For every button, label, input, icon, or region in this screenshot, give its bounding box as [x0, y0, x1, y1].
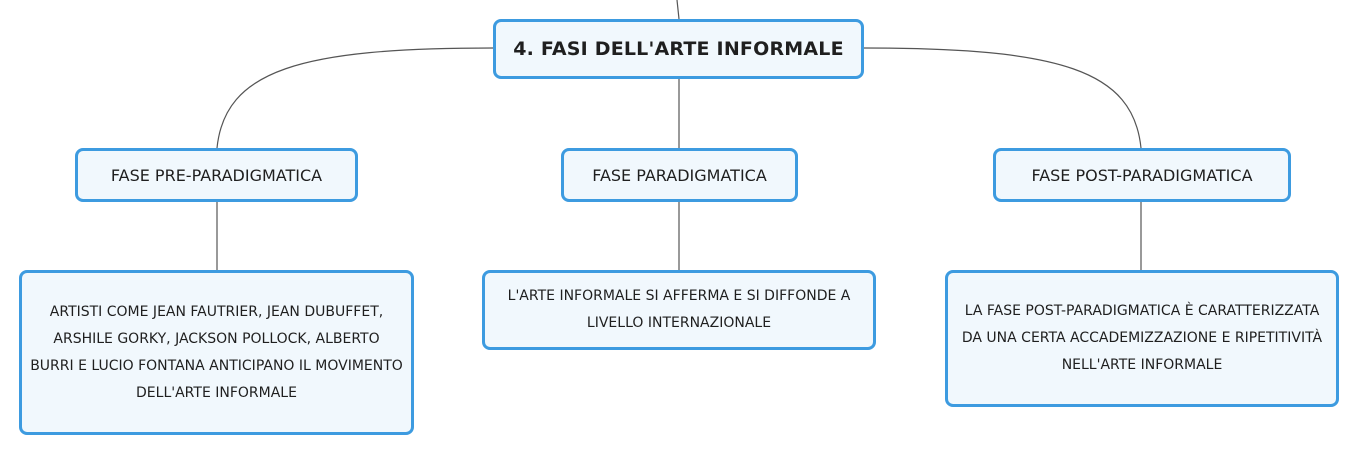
connector-root-phase-3 — [863, 47, 1142, 149]
description-pre-paradigmatica[interactable]: ARTISTI COME JEAN FAUTRIER, JEAN DUBUFFE… — [19, 270, 414, 435]
description-post-paradigmatica[interactable]: LA FASE POST-PARADIGMATICA È CARATTERIZZ… — [945, 270, 1339, 407]
phase-label: FASE PARADIGMATICA — [592, 165, 767, 185]
connector-parent-root — [676, 0, 680, 20]
description-text: ARTISTI COME JEAN FAUTRIER, JEAN DUBUFFE… — [30, 303, 403, 401]
phase-label: FASE PRE-PARADIGMATICA — [110, 165, 323, 185]
root-topic[interactable]: 4. FASI DELL'ARTE INFORMALE — [493, 19, 864, 79]
description-text: LA FASE POST-PARADIGMATICA È CARATTERIZZ… — [961, 303, 1323, 373]
phase-post-paradigmatica[interactable]: FASE POST-PARADIGMATICA — [993, 148, 1291, 202]
phase-pre-paradigmatica[interactable]: FASE PRE-PARADIGMATICA — [75, 148, 358, 202]
phase-paradigmatica[interactable]: FASE PARADIGMATICA — [561, 148, 798, 202]
description-paradigmatica[interactable]: L'ARTE INFORMALE SI AFFERMA E SI DIFFOND… — [482, 270, 876, 350]
root-topic-label: 4. FASI DELL'ARTE INFORMALE — [513, 38, 844, 60]
phase-label: FASE POST-PARADIGMATICA — [1031, 165, 1253, 185]
connector-root-phase-1 — [216, 47, 494, 149]
description-text: L'ARTE INFORMALE SI AFFERMA E SI DIFFOND… — [507, 288, 851, 331]
